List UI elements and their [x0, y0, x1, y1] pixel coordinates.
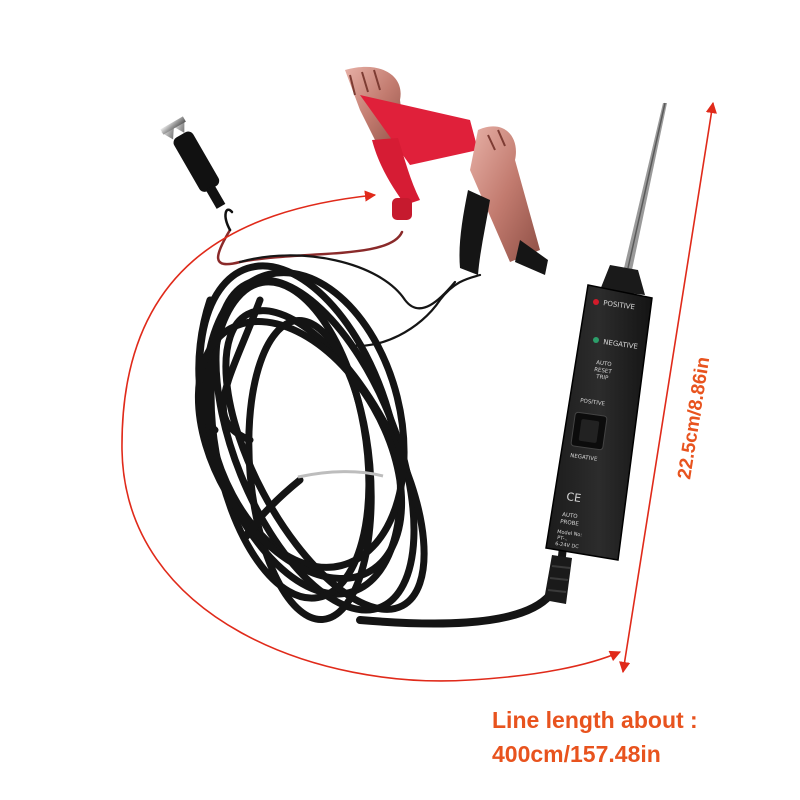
probe-length-arrow — [619, 101, 717, 674]
cable-length-arrow — [121, 190, 622, 682]
strain-relief — [544, 555, 572, 604]
dimension-arrows — [121, 101, 717, 682]
negative-led-icon — [593, 337, 599, 343]
red-alligator-clip — [345, 66, 478, 220]
cable-length-line1: Line length about : — [492, 707, 698, 733]
probe-length-label: 22.5cm/8.86in — [674, 355, 714, 480]
positive-led-icon — [593, 299, 599, 305]
cable-length-line2: 400cm/157.48in — [492, 741, 661, 767]
power-probe-body — [545, 102, 667, 561]
ce-mark: CE — [566, 490, 582, 505]
coiled-cable — [194, 262, 428, 624]
black-alligator-clip — [160, 116, 226, 209]
cable-length-caption: Line length about : 400cm/157.48in — [492, 703, 792, 771]
